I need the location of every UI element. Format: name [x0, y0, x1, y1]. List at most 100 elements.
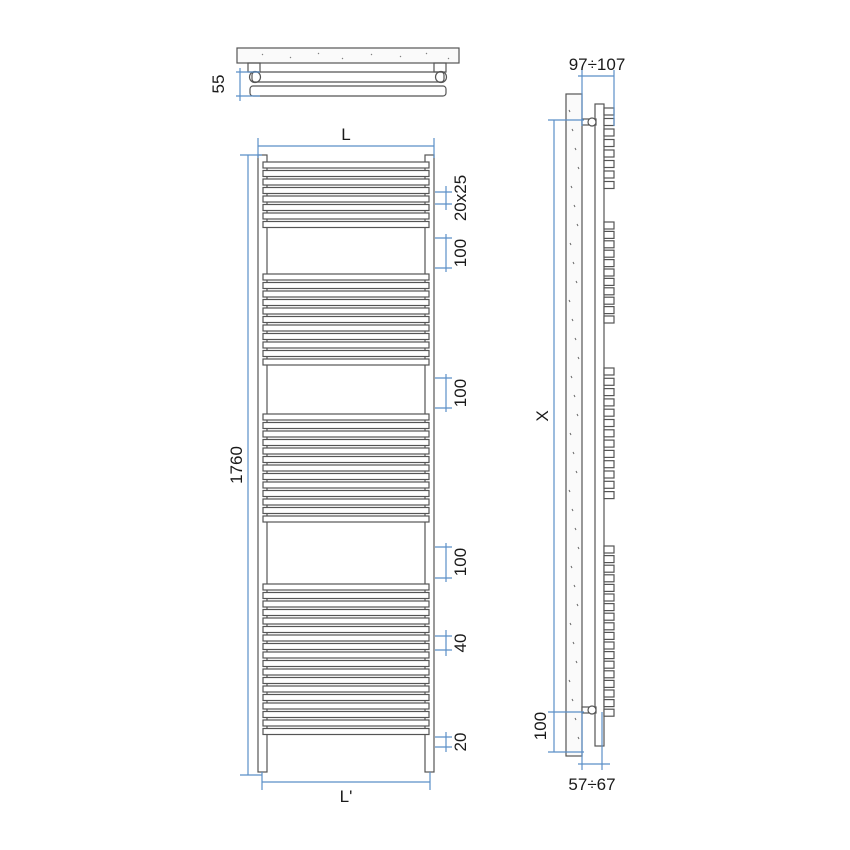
- tube-bar: [262, 702, 430, 710]
- tube-bar: [262, 341, 430, 349]
- tube-end: [603, 159, 615, 169]
- tube-bar: [262, 332, 430, 341]
- bottom-offset-label: 20: [451, 733, 470, 752]
- tube-bar: [262, 472, 430, 481]
- wall-speckle: [576, 603, 579, 607]
- wall-speckle: [570, 565, 573, 569]
- tube-bar: [262, 668, 430, 676]
- side-view-wall: [565, 93, 583, 757]
- wall-speckle: [569, 242, 572, 246]
- wall-speckle: [577, 166, 580, 170]
- tube-end: [603, 408, 615, 417]
- tube-bar: [262, 651, 430, 659]
- wall-speckle: [577, 356, 580, 360]
- tube-end: [603, 398, 615, 407]
- tube-bar: [262, 489, 430, 498]
- tube-end: [603, 240, 615, 249]
- tube-end: [603, 367, 615, 376]
- wall-speckle: [570, 375, 573, 379]
- tube-bar: [262, 307, 430, 315]
- tube-bar: [262, 642, 430, 651]
- tube-bar: [262, 506, 430, 515]
- tube-bar: [262, 220, 430, 229]
- wall-distance-top-label: 97÷107: [569, 55, 626, 74]
- tube-bar: [262, 324, 430, 332]
- wall-distance-bottom-label: 57÷67: [568, 775, 615, 794]
- top-view-wall: [236, 47, 460, 64]
- tube-bar: [262, 719, 430, 727]
- tube-bar: [262, 178, 430, 186]
- wall-speckle: [571, 508, 574, 512]
- tube-end: [603, 612, 615, 621]
- wall-speckle: [568, 299, 571, 303]
- depth-label: 55: [209, 75, 228, 94]
- wall-speckle: [576, 413, 579, 417]
- tube-end: [603, 388, 615, 397]
- gap-dimension-1: [435, 234, 452, 272]
- tube-end: [603, 660, 615, 669]
- wall-speckle: [574, 337, 577, 341]
- tube-end: [603, 641, 615, 650]
- tube-end: [603, 574, 615, 583]
- tube-end: [603, 439, 615, 448]
- tube-bar: [262, 727, 430, 736]
- wall-speckle: [574, 717, 577, 721]
- tube-section-label: 20x25: [451, 175, 470, 221]
- tube-end: [603, 138, 615, 148]
- tube-end: [603, 296, 615, 305]
- tube-end: [603, 631, 615, 641]
- tube-end: [603, 593, 615, 602]
- front-view: [257, 154, 435, 773]
- tube-bar: [262, 358, 430, 366]
- top-view-radiator-body: [251, 71, 445, 83]
- tube-end: [603, 287, 615, 296]
- top-view: [236, 47, 460, 97]
- tube-end: [603, 277, 615, 286]
- top-view-wall-texture: [261, 52, 450, 60]
- tube-bar: [262, 413, 430, 421]
- wall-speckle: [572, 641, 575, 645]
- wall-distance-top-dimension: [578, 70, 615, 126]
- tube-bar: [262, 693, 430, 702]
- tube-bar: [262, 710, 430, 719]
- tube-bar: [262, 195, 430, 203]
- tube-end: [603, 491, 615, 500]
- top-view-radiator-back: [249, 85, 447, 97]
- bracket-distance-label: X: [533, 410, 552, 421]
- wall-speckle: [570, 185, 573, 189]
- tube-end: [603, 221, 615, 230]
- tube-bar: [262, 600, 430, 608]
- wall-speckle: [574, 147, 577, 151]
- bracket-bottom-dimension: [548, 712, 584, 753]
- tube-end: [603, 689, 615, 698]
- top-view-collector-right: [434, 70, 448, 84]
- tube-end: [603, 377, 615, 386]
- tube-bar: [262, 583, 430, 591]
- width-bottom-label: L': [340, 787, 353, 806]
- wall-speckle: [568, 489, 571, 493]
- wall-speckle: [571, 698, 574, 702]
- tube-end: [603, 670, 615, 679]
- tube-end: [603, 429, 615, 438]
- width-top-label: L: [341, 125, 350, 144]
- gap-1-label: 100: [451, 239, 470, 267]
- gap-3-label: 100: [451, 548, 470, 576]
- top-bracket-pin: [587, 117, 597, 127]
- tube-bar: [262, 430, 430, 438]
- wall-speckle: [571, 128, 574, 132]
- tube-bar: [262, 676, 430, 685]
- tube-bar: [262, 212, 430, 220]
- tube-bar: [262, 591, 430, 600]
- spacing-dimension: [435, 630, 452, 656]
- tube-bar: [262, 617, 430, 625]
- gap-dimension-3: [435, 543, 452, 582]
- tube-end: [603, 708, 615, 717]
- wall-speckle: [572, 451, 575, 455]
- wall-speckle: [572, 261, 575, 265]
- tube-end: [603, 650, 615, 660]
- tube-bar: [262, 186, 430, 195]
- tube-bar: [262, 685, 430, 693]
- tube-end: [603, 180, 615, 190]
- bottom-offset-dimension: [435, 732, 452, 752]
- tube-bar: [262, 161, 430, 169]
